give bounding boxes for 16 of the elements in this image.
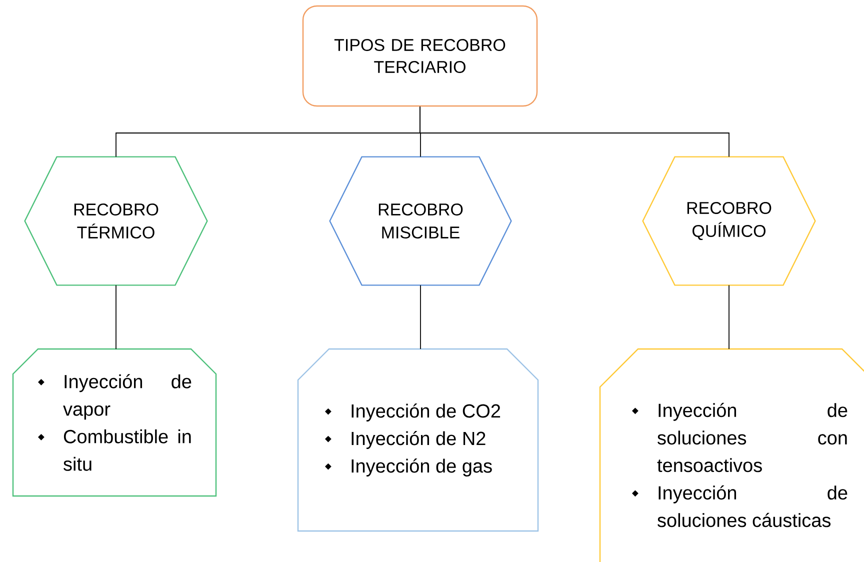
list-item: Inyección de N2	[352, 431, 486, 449]
list-item: Combustible in situ	[64, 429, 191, 471]
list-item: Inyección de CO2	[352, 404, 500, 422]
category-hexagon: RECOBRO TÉRMICO	[24, 156, 208, 286]
connector-line	[420, 106, 730, 158]
list-box	[297, 348, 539, 532]
list-box	[12, 348, 217, 497]
connector-line	[728, 284, 730, 350]
list-item: Inyección de soluciones cáusticas	[658, 485, 848, 528]
connector-line	[420, 284, 421, 350]
category-hexagon: RECOBRO MISCIBLE	[329, 156, 512, 286]
list-item: Inyección de vapor	[63, 374, 192, 420]
list-item: Inyección de gas	[352, 458, 492, 476]
category-hexagon: RECOBRO QUÍMICO	[642, 156, 816, 286]
title-box: TIPOS DE RECOBRO TERCIARIO	[302, 5, 538, 107]
list-box	[599, 348, 864, 562]
